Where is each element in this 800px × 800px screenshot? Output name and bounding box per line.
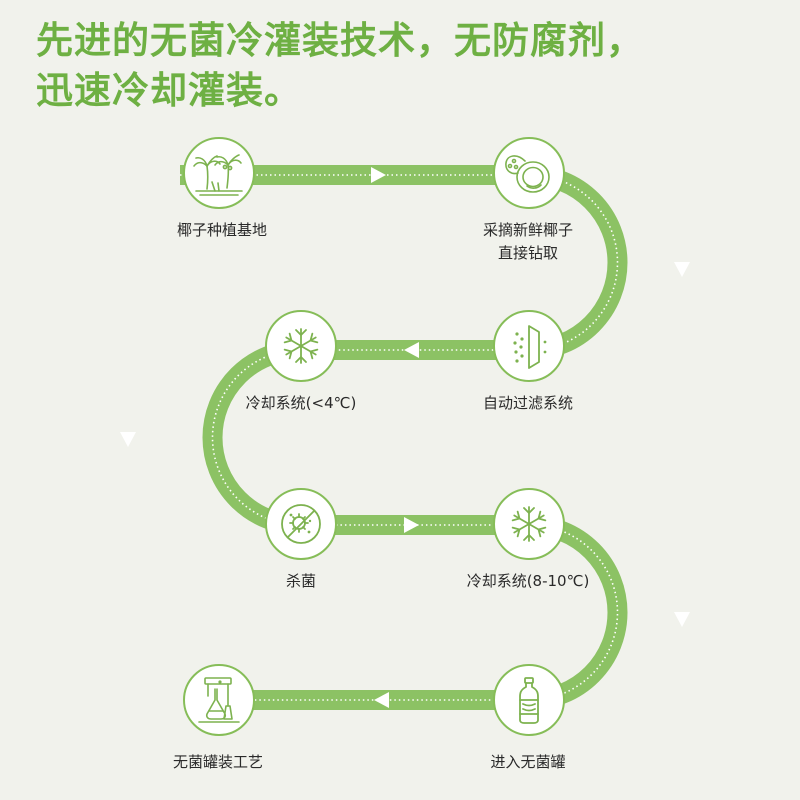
flow-arrow-4: [120, 432, 136, 447]
flow-arrow-7: [374, 692, 389, 708]
lab-equipment-icon: [198, 677, 240, 723]
step-node-plantation: [183, 137, 255, 209]
step-label-harvest: 采摘新鲜椰子 直接钻取: [482, 221, 573, 262]
step-node-cooling-mid: [493, 488, 565, 560]
headline-line-2: 迅速冷却灌装。: [36, 69, 302, 112]
flow-dotted-line: [180, 174, 619, 701]
headline-line-1: 先进的无菌冷灌装技术，无防腐剂，: [36, 19, 644, 62]
snowflake-icon: [511, 506, 547, 542]
step-node-cooling-low: [265, 310, 337, 382]
step-node-harvest: [493, 137, 565, 209]
step-node-filter: [493, 310, 565, 382]
step-label-plantation: 椰子种植基地: [176, 221, 267, 239]
filter-icon: [513, 325, 547, 369]
bottle-icon: [519, 677, 539, 724]
flow-arrow-5: [404, 517, 419, 533]
headline: 先进的无菌冷灌装技术，无防腐剂， 迅速冷却灌装。: [36, 16, 644, 116]
step-label-cooling-mid: 冷却系统(8-10℃): [466, 572, 590, 590]
step-label-cooling-low: 冷却系统(<4℃): [245, 394, 357, 412]
snowflake-icon: [283, 328, 319, 364]
step-label-sterilize: 杀菌: [285, 572, 316, 590]
step-label-filter: 自动过滤系统: [482, 394, 573, 412]
flow-arrow-1: [371, 167, 386, 183]
step-label-aseptic-tank: 进入无菌罐: [490, 753, 566, 771]
no-bacteria-icon: [281, 504, 321, 544]
palm-tree-icon: [193, 154, 243, 196]
flow-arrow-2: [674, 262, 690, 277]
flow-arrow-6: [674, 612, 690, 627]
flow-arrow-3: [404, 342, 419, 358]
step-node-aseptic-process: [183, 664, 255, 736]
step-node-sterilize: [265, 488, 337, 560]
step-node-aseptic-tank: [493, 664, 565, 736]
coconut-icon: [505, 155, 550, 193]
step-label-aseptic-process: 无菌罐装工艺: [172, 753, 263, 771]
